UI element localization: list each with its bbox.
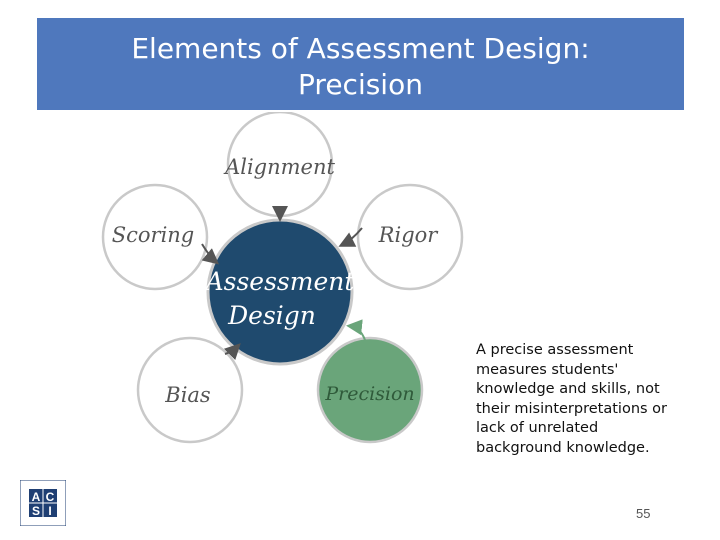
logo-letter-i: I bbox=[48, 504, 51, 518]
node-bias: Bias bbox=[136, 336, 244, 444]
slide-title-line1: Elements of Assessment Design: bbox=[131, 32, 590, 65]
node-alignment-label: Alignment bbox=[223, 155, 335, 179]
node-precision-label: Precision bbox=[324, 383, 414, 405]
node-rigor-label: Rigor bbox=[378, 223, 440, 247]
arrow-rigor bbox=[338, 227, 363, 247]
slide-title-bar: Elements of Assessment Design: Precision bbox=[37, 18, 684, 110]
slide-title-line2: Precision bbox=[298, 68, 423, 101]
page-number: 55 bbox=[636, 506, 651, 521]
node-bias-label: Bias bbox=[164, 383, 211, 407]
logo-letter-s: S bbox=[32, 504, 40, 518]
arrow-bias bbox=[223, 343, 241, 361]
node-assessment-design: Assessment Design bbox=[204, 218, 356, 366]
center-label-line2: Design bbox=[227, 301, 316, 330]
assessment-design-diagram: Alignment Rigor Scoring Bias Precision A… bbox=[101, 112, 464, 444]
logo-letter-a: A bbox=[32, 490, 41, 504]
node-precision: Precision bbox=[316, 336, 424, 444]
node-scoring: Scoring bbox=[101, 183, 209, 291]
logo-letter-c: C bbox=[46, 490, 55, 504]
node-scoring-label: Scoring bbox=[112, 223, 195, 247]
acsi-logo: A C S I bbox=[19, 479, 67, 527]
node-rigor: Rigor bbox=[356, 183, 464, 291]
arrow-scoring bbox=[201, 243, 220, 265]
node-alignment: Alignment bbox=[223, 112, 335, 218]
arrow-precision bbox=[346, 319, 366, 341]
center-label-line1: Assessment bbox=[204, 267, 356, 296]
precision-description: A precise assessment measures students' … bbox=[476, 342, 667, 456]
